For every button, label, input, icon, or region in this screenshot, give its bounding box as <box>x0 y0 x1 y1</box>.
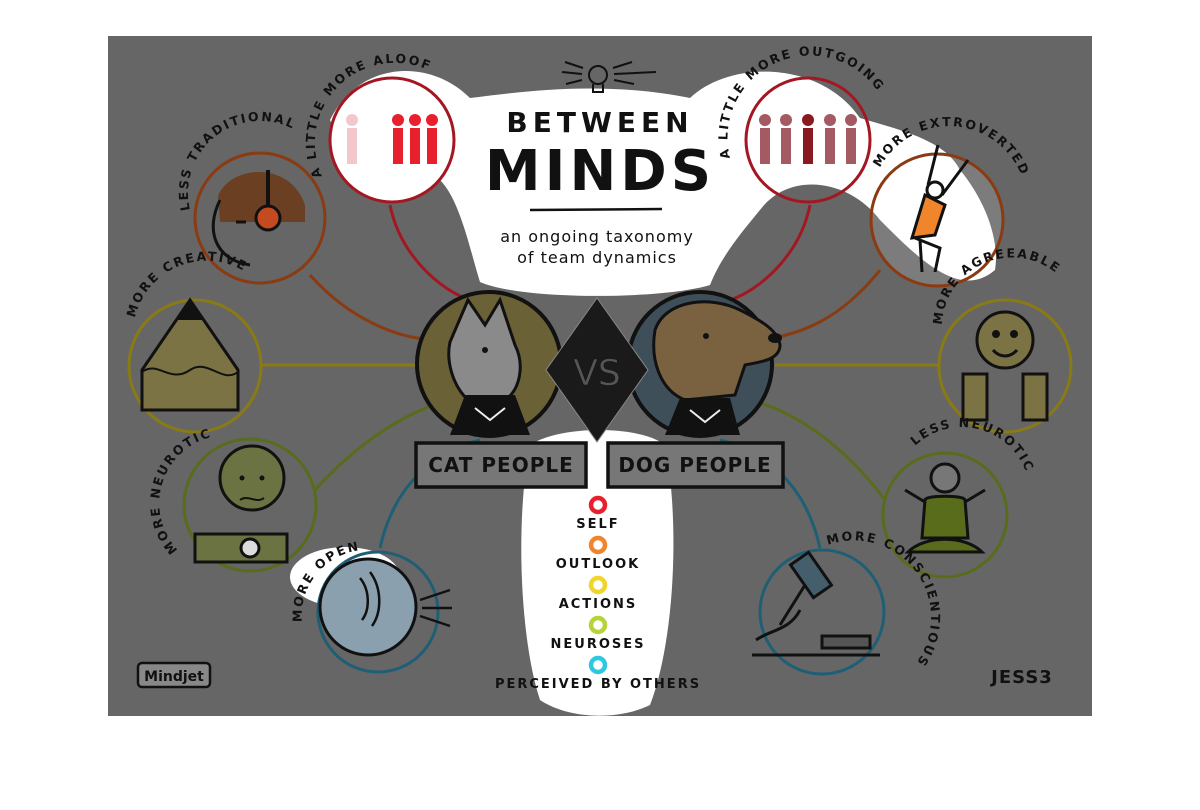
speaking-head-icon <box>318 557 452 657</box>
dog-people-label: DOG PEOPLE <box>618 453 771 477</box>
trait-open: MORE OPEN <box>290 538 452 674</box>
dog-people-box: DOG PEOPLE <box>606 441 785 489</box>
cat-people-label: CAT PEOPLE <box>428 453 574 477</box>
jess3-logo: JESS3 <box>989 667 1053 688</box>
highlight-blobs <box>290 70 996 716</box>
legend-dot <box>588 495 608 515</box>
lightbulb-icon <box>561 61 657 93</box>
legend-label: SELF <box>576 517 619 532</box>
thumbs-up-face-icon <box>961 310 1049 422</box>
legend-label: NEUROSES <box>551 637 646 652</box>
title-line1: BETWEEN <box>506 106 693 139</box>
subtitle-line2: of team dynamics <box>517 248 677 267</box>
gavel-icon <box>752 550 880 657</box>
legend-dot <box>588 615 608 635</box>
headphones-face-icon <box>211 170 305 267</box>
legend-dot <box>588 655 608 675</box>
worried-face-icon <box>193 444 289 564</box>
legend: SELF OUTLOOK ACTIONS NEUROSES PERCEIVED BY O… <box>495 495 701 692</box>
cat-people-box: CAT PEOPLE <box>414 441 588 489</box>
legend-label: OUTLOOK <box>556 557 640 572</box>
versus-label: VS <box>573 353 620 394</box>
mindjet-logo: Mindjet <box>136 661 212 689</box>
title-line2: MINDS <box>485 139 715 204</box>
legend-label: ACTIONS <box>559 597 638 612</box>
pencil-icon <box>140 297 240 412</box>
mindjet-logo-text: Mindjet <box>144 669 204 685</box>
cat-portrait <box>415 290 563 438</box>
dog-portrait <box>626 290 782 438</box>
legend-dot <box>588 535 608 555</box>
title-underline <box>529 207 663 212</box>
jumping-person-icon <box>909 144 970 273</box>
versus-badge: VS <box>545 297 649 443</box>
people-icon-outgoing <box>759 114 857 164</box>
meditating-person-icon <box>904 462 986 554</box>
subtitle-line1: an ongoing taxonomy <box>500 227 694 246</box>
people-icon-aloof <box>346 114 438 164</box>
legend-dot <box>588 575 608 595</box>
legend-label: PERCEIVED BY OTHERS <box>495 677 701 692</box>
